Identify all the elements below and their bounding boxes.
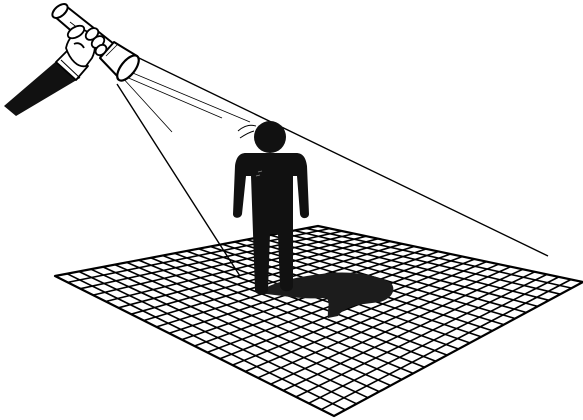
beam-edge-right <box>139 58 548 256</box>
beam-edge-left <box>117 84 240 276</box>
floor-grid <box>55 226 583 416</box>
hand-with-flashlight <box>4 1 143 116</box>
person-head <box>254 121 286 153</box>
